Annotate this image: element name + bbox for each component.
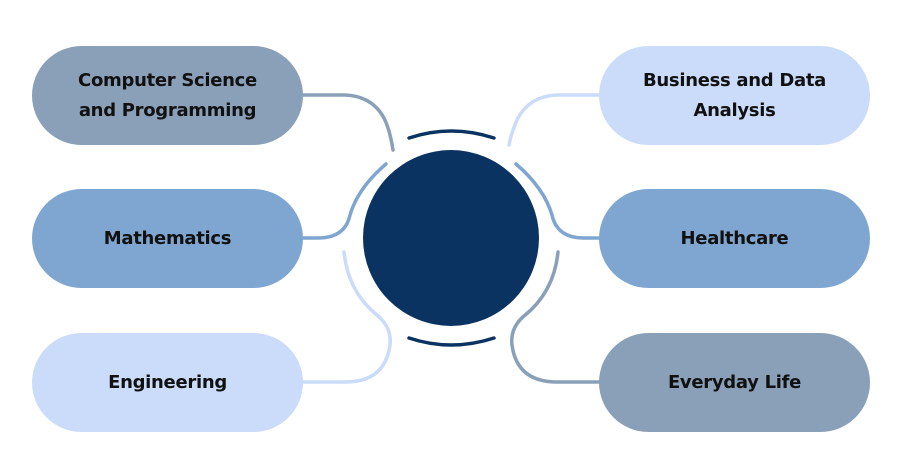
node-label: Computer Science and Programming — [78, 69, 257, 121]
node-label: Engineering — [108, 371, 227, 393]
node-everyday-life: Everyday Life — [599, 333, 870, 432]
node-business-data-analysis: Business and Data Analysis — [599, 46, 870, 145]
node-computer-science: Computer Science and Programming — [32, 46, 303, 145]
node-label: Mathematics — [103, 227, 232, 249]
connector-business — [507, 93, 601, 147]
ring-arc-top — [407, 129, 496, 140]
node-mathematics: Mathematics — [32, 189, 303, 288]
connector-mathematics — [301, 162, 388, 240]
connector-everyday-life — [510, 250, 601, 384]
node-engineering: Engineering — [32, 333, 303, 432]
node-healthcare: Healthcare — [599, 189, 870, 288]
ring-arc-bottom — [407, 336, 496, 347]
connector-computer-science — [301, 93, 395, 152]
node-label: Business and Data Analysis — [643, 69, 826, 121]
node-label: Everyday Life — [667, 371, 802, 393]
center-circle — [363, 150, 539, 326]
connector-healthcare — [514, 162, 601, 240]
node-label: Healthcare — [680, 227, 789, 249]
connector-engineering — [301, 250, 392, 384]
